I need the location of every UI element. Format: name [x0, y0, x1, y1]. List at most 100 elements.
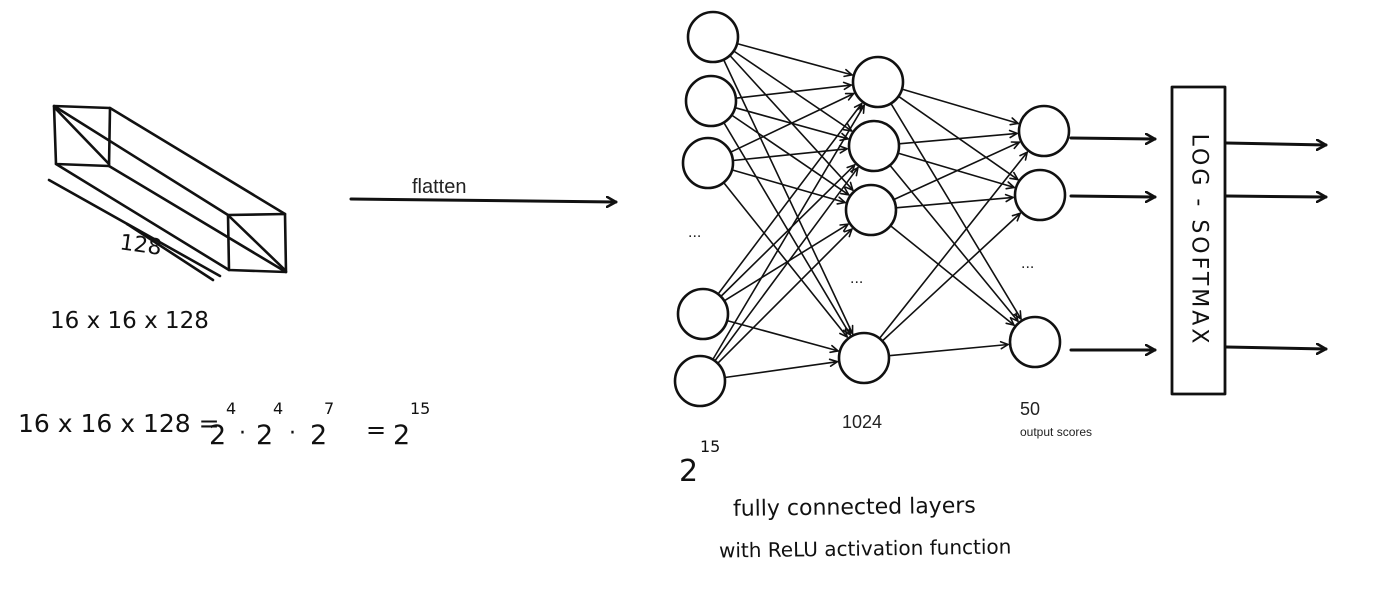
- output-neuron-3: [1008, 315, 1062, 369]
- hidden-neuron-2: [847, 119, 901, 173]
- equation-exp-3: 7: [324, 399, 334, 418]
- equation-lhs: 16 x 16 x 128 =: [18, 409, 220, 438]
- connection-input-4-to-hidden-3: [723, 223, 849, 302]
- output-arrow-2: [1069, 196, 1157, 197]
- hidden-neuron-3: [844, 183, 898, 237]
- connection-input-3-to-hidden-1: [729, 92, 855, 153]
- connection-arrowhead: [839, 328, 848, 338]
- caption-line-1: fully connected layers: [733, 494, 976, 522]
- connection-input-3-to-hidden-4: [722, 181, 848, 338]
- equation-base-4: 2: [393, 420, 410, 451]
- caption-line-2: with ReLU activation function: [719, 534, 1012, 562]
- hidden-layer-size-label: 1024: [842, 412, 882, 432]
- softmax-box: [1170, 85, 1227, 396]
- connection-arrowhead: [836, 196, 846, 205]
- final-arrow-1: [1224, 143, 1328, 145]
- connection-arrowhead: [843, 228, 853, 238]
- input-neuron-3: [681, 136, 735, 190]
- connection-arrowhead: [1005, 317, 1015, 326]
- output-layer-ellipsis: ...: [1021, 255, 1034, 272]
- connection-arrowhead: [853, 102, 863, 113]
- connection-input-2-to-hidden-1: [734, 84, 853, 99]
- output-layer-sublabel: output scores: [1020, 425, 1092, 439]
- output-neuron-2: [1013, 168, 1067, 222]
- connection-input-1-to-hidden-4: [722, 58, 854, 335]
- equation-equals-2: =: [366, 416, 386, 444]
- connection-arrowhead: [1019, 151, 1028, 161]
- connection-arrowhead: [1005, 181, 1015, 190]
- flatten-arrow: [349, 199, 618, 202]
- equation-dot-1: ·: [239, 421, 246, 446]
- connection-arrowhead: [1004, 193, 1014, 203]
- final-arrow-2: [1224, 196, 1328, 197]
- output-to-softmax-arrows: [1069, 138, 1157, 350]
- input-layer-base: 2: [679, 454, 698, 489]
- output-neuron-1: [1017, 104, 1071, 158]
- hidden-neuron-4: [837, 331, 891, 385]
- equation-exp-4: 15: [410, 399, 430, 418]
- connection-arrowhead: [1011, 212, 1021, 222]
- hidden-neuron-1: [851, 55, 905, 109]
- connection-arrowhead: [1008, 129, 1018, 139]
- connection-hidden-1-to-output-1: [901, 88, 1019, 125]
- block-top-edge-left: [52, 104, 230, 217]
- input-layer-ellipsis: ...: [688, 224, 701, 241]
- block-bottom-edge-right: [107, 164, 288, 274]
- input-neuron-4: [676, 287, 730, 341]
- input-tensor-block: [47, 104, 288, 282]
- connection-arrowhead: [1010, 141, 1021, 150]
- connection-hidden-4-to-output-2: [881, 212, 1022, 342]
- tensor-shape-label: 16 x 16 x 128: [50, 308, 209, 334]
- connection-arrowhead: [844, 181, 854, 191]
- input-neuron-2: [684, 74, 738, 128]
- input-neuron-1: [686, 10, 740, 64]
- depth-label: 128: [118, 230, 163, 261]
- equation-exp-1: 4: [226, 399, 236, 418]
- final-arrow-3: [1224, 347, 1328, 349]
- connection-arrowhead: [842, 81, 852, 91]
- equation-base-3: 2: [310, 420, 327, 451]
- connection-input-2-to-hidden-4: [722, 121, 852, 336]
- connection-arrowhead: [838, 145, 848, 154]
- network-connections: [711, 42, 1028, 379]
- connection-arrowhead: [840, 187, 850, 196]
- equation-base-1: 2: [209, 420, 226, 451]
- connection-input-1-to-hidden-1: [736, 42, 853, 76]
- block-back-diagonal: [228, 215, 287, 272]
- connection-arrowhead: [999, 340, 1009, 350]
- connection-arrowhead: [842, 123, 853, 132]
- connection-arrowhead: [844, 92, 855, 101]
- connection-input-5-to-hidden-4: [723, 360, 839, 379]
- connection-input-5-to-hidden-1: [711, 104, 866, 361]
- output-layer-size-label: 50: [1020, 399, 1040, 419]
- connection-input-4-to-hidden-1: [717, 102, 863, 295]
- connection-input-4-to-hidden-2: [719, 164, 856, 298]
- size-equation: 16 x 16 x 128 = 2 4 · 2 4 · 2 7 = 2 15: [18, 399, 430, 451]
- input-layer-exponent: 15: [700, 437, 720, 456]
- output-arrow-1: [1069, 138, 1157, 139]
- connection-input-5-to-hidden-3: [716, 228, 853, 365]
- equation-base-2: 2: [256, 420, 273, 451]
- connection-input-4-to-hidden-4: [726, 319, 839, 352]
- softmax-output-arrows: [1224, 143, 1328, 349]
- block-front-diagonal: [53, 106, 111, 166]
- connection-arrowhead: [829, 344, 839, 354]
- connection-hidden-1-to-output-3: [890, 102, 1022, 320]
- equation-dot-2: ·: [289, 421, 296, 446]
- connection-arrowhead: [828, 358, 839, 367]
- connection-hidden-3-to-output-1: [892, 141, 1021, 201]
- flatten-label: flatten: [412, 176, 466, 198]
- connection-arrowhead: [1009, 312, 1019, 322]
- connection-input-5-to-hidden-2: [714, 166, 859, 362]
- block-top-edge-right: [108, 106, 287, 216]
- connection-arrowhead: [856, 104, 865, 114]
- network-neurons: [673, 10, 1071, 408]
- connection-hidden-4-to-output-1: [878, 151, 1028, 340]
- block-bottom-edge-left: [54, 162, 231, 272]
- connection-hidden-2-to-output-1: [898, 132, 1018, 145]
- connection-input-3-to-hidden-3: [731, 169, 846, 204]
- connection-hidden-4-to-output-3: [888, 343, 1009, 357]
- input-neuron-5: [673, 354, 727, 408]
- equation-exp-2: 4: [273, 399, 283, 418]
